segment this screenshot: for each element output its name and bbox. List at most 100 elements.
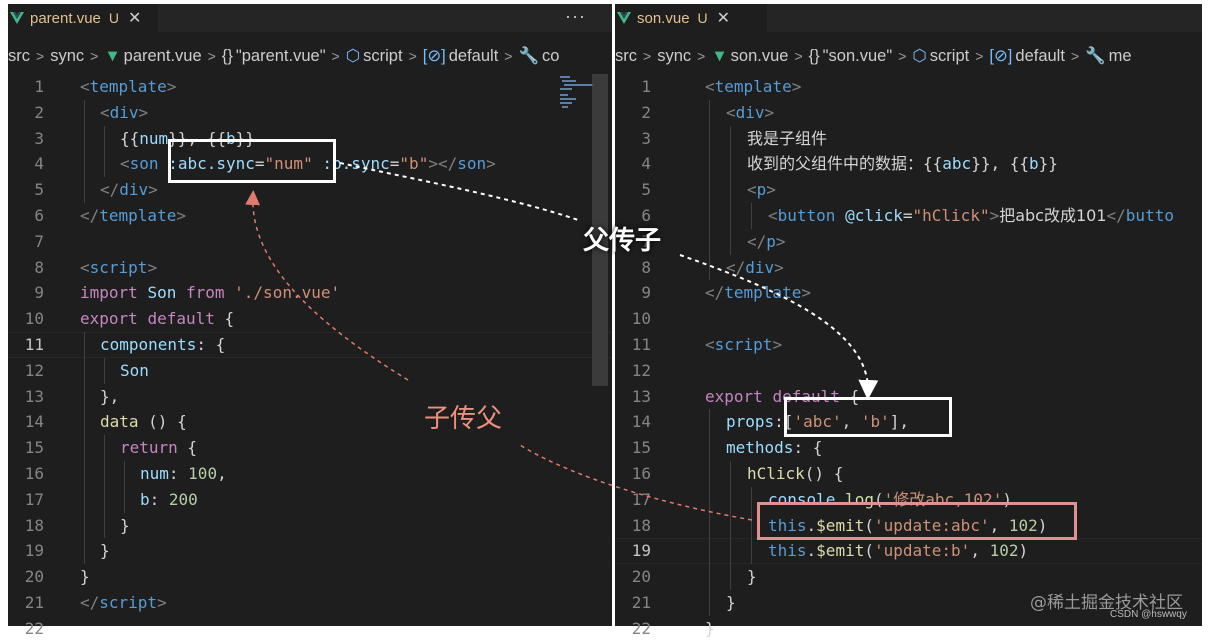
code-token: export [705,386,763,406]
code-token: ) [1002,489,1012,509]
code-line[interactable]: 5</div> [8,177,612,203]
code-line[interactable]: 16 num: 100, [8,461,612,487]
code-token: : { [793,438,823,458]
breadcrumb-item[interactable]: sync [657,47,691,66]
code-text: export default { [80,306,234,332]
code-line[interactable]: 21</script> [8,590,612,616]
code-token: : [168,464,189,483]
breadcrumb-label: script [363,46,403,65]
breadcrumb-item[interactable]: 🔧co [518,47,559,66]
code-token: import [80,283,138,303]
breadcrumb-item[interactable]: ▼son.vue [711,47,788,66]
breadcrumb-item[interactable]: ⬡script [346,46,403,66]
indent-guide [730,203,731,229]
breadcrumb-label: "son.vue" [822,46,893,65]
code-line[interactable]: 7 [8,229,612,255]
code-token: son [129,154,159,174]
breadcrumb-item[interactable]: {}"son.vue" [809,47,893,66]
indent-guide [709,486,710,513]
code-line[interactable]: 3{{num}}, {{b}} [8,125,612,152]
breadcrumb-item[interactable]: src [615,47,637,66]
code-text: <button @click="hClick">把abc改成101</butto [768,203,1174,229]
code-token: }}, {{ [971,154,1029,174]
code-line[interactable]: 6</template> [8,203,612,229]
indent-guide [730,486,731,513]
line-number: 3 [641,128,651,148]
code-line[interactable]: 22} [615,616,1202,642]
code-text: num: 100, [140,461,227,487]
code-line[interactable]: 22 [8,616,612,642]
code-line[interactable]: 19} [8,538,612,565]
breadcrumb-item[interactable]: [⊘]default [423,46,499,66]
indent-guide [104,486,105,513]
code-line[interactable]: 8<script> [8,255,612,281]
code-token: button [777,206,836,225]
code-token: 收到的父组件中的数据： [747,154,924,174]
line-number: 1 [641,77,651,96]
code-line[interactable]: 13}, [8,383,612,410]
tab-son-vue[interactable]: son.vue U ✕ [615,4,767,32]
breadcrumb-item[interactable]: [⊘]default [989,46,1065,66]
code-text: } [705,616,715,642]
tab-parent-vue[interactable]: parent.vue U ✕ [8,4,158,32]
code-line[interactable]: 10 [615,306,1202,332]
code-line[interactable]: 20} [8,564,612,590]
code-line[interactable]: 2<div> [8,99,612,126]
code-line[interactable]: 20} [615,564,1202,590]
breadcrumb-item[interactable]: {}"parent.vue" [222,47,326,66]
code-line[interactable]: 8</div> [615,254,1202,281]
minimap[interactable] [546,74,602,634]
breadcrumb-item[interactable]: ▼parent.vue [104,47,201,66]
code-token: } [100,541,110,561]
code-token: > [774,257,784,277]
indent-guide [84,538,85,565]
code-line[interactable]: 12 [615,358,1202,384]
close-icon[interactable]: ✕ [716,10,731,27]
breadcrumb-item[interactable]: src [8,47,30,66]
code-line[interactable]: 6<button @click="hClick">把abc改成101</butt… [615,203,1202,229]
code-line[interactable]: 5<p> [615,177,1202,203]
code-token: : [149,489,169,509]
code-line[interactable]: 1<template> [8,74,612,100]
code-line[interactable]: 9</template> [615,280,1202,306]
breadcrumb-item[interactable]: 🔧me [1085,47,1131,66]
vertical-scrollbar[interactable] [592,74,608,386]
code-line[interactable]: 2<div> [615,99,1202,126]
close-icon[interactable]: ✕ [128,10,142,27]
more-actions-icon[interactable]: ··· [565,6,586,26]
code-line[interactable]: 1<template> [615,74,1202,100]
code-line[interactable]: 11<script> [615,332,1202,358]
breadcrumb-label: co [542,46,560,65]
code-line[interactable]: 18} [8,512,612,539]
code-token: } [747,567,757,587]
code-token: $emit [816,541,865,561]
code-token: </ [80,593,100,612]
indent-guide [84,461,85,487]
code-token: p [766,231,776,251]
breadcrumb-item[interactable]: sync [50,47,84,66]
line-number: 16 [24,464,44,483]
breadcrumb-item[interactable]: ⬡script [912,46,969,66]
code-line[interactable]: 7</p> [615,228,1202,255]
code-token: hClick [747,464,805,483]
line-number: 21 [631,593,651,612]
breadcrumb: src>sync>▼parent.vue>{}"parent.vue">⬡scr… [8,42,612,70]
code-text: <script> [80,255,157,281]
code-line[interactable]: 21} [615,590,1202,616]
code-token: </ [726,257,746,277]
